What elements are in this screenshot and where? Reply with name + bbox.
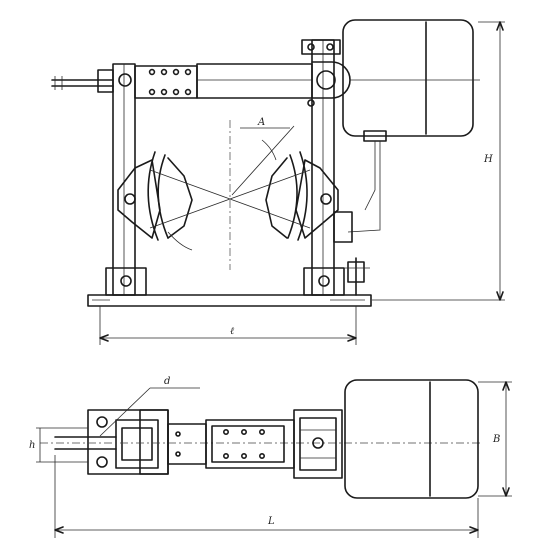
dimension-shaft-h: h xyxy=(29,427,88,463)
shaft-h-label: h xyxy=(29,440,35,451)
top-view: B h d L xyxy=(29,376,512,538)
base-plate xyxy=(87,294,372,307)
left-arm xyxy=(105,63,147,296)
dimension-center-distance: ℓ xyxy=(99,306,357,345)
top-left-frame xyxy=(87,409,169,475)
center-distance-label: ℓ xyxy=(230,326,234,337)
adjuster-bracket xyxy=(333,211,370,296)
top-spring-housing xyxy=(205,419,295,469)
thruster-motor xyxy=(342,19,480,233)
dimension-width: B xyxy=(478,381,512,497)
pull-rod-assembly xyxy=(51,61,351,99)
front-view: H ℓ A xyxy=(51,19,505,345)
top-thruster-motor xyxy=(344,379,479,499)
angle-label: A xyxy=(257,117,265,128)
length-label: L xyxy=(267,516,275,527)
top-rod xyxy=(40,423,480,465)
drum-centerlines xyxy=(149,120,311,270)
right-brake-shoe xyxy=(265,151,339,241)
leader-d: d xyxy=(99,376,200,437)
dimension-height: H xyxy=(372,21,505,301)
detail-d-label: d xyxy=(164,376,170,387)
width-label: B xyxy=(492,434,500,445)
height-label: H xyxy=(483,154,493,165)
top-fork xyxy=(293,409,343,479)
dimension-length: L xyxy=(54,455,479,538)
left-brake-shoe xyxy=(117,151,193,241)
right-arm xyxy=(301,39,345,296)
